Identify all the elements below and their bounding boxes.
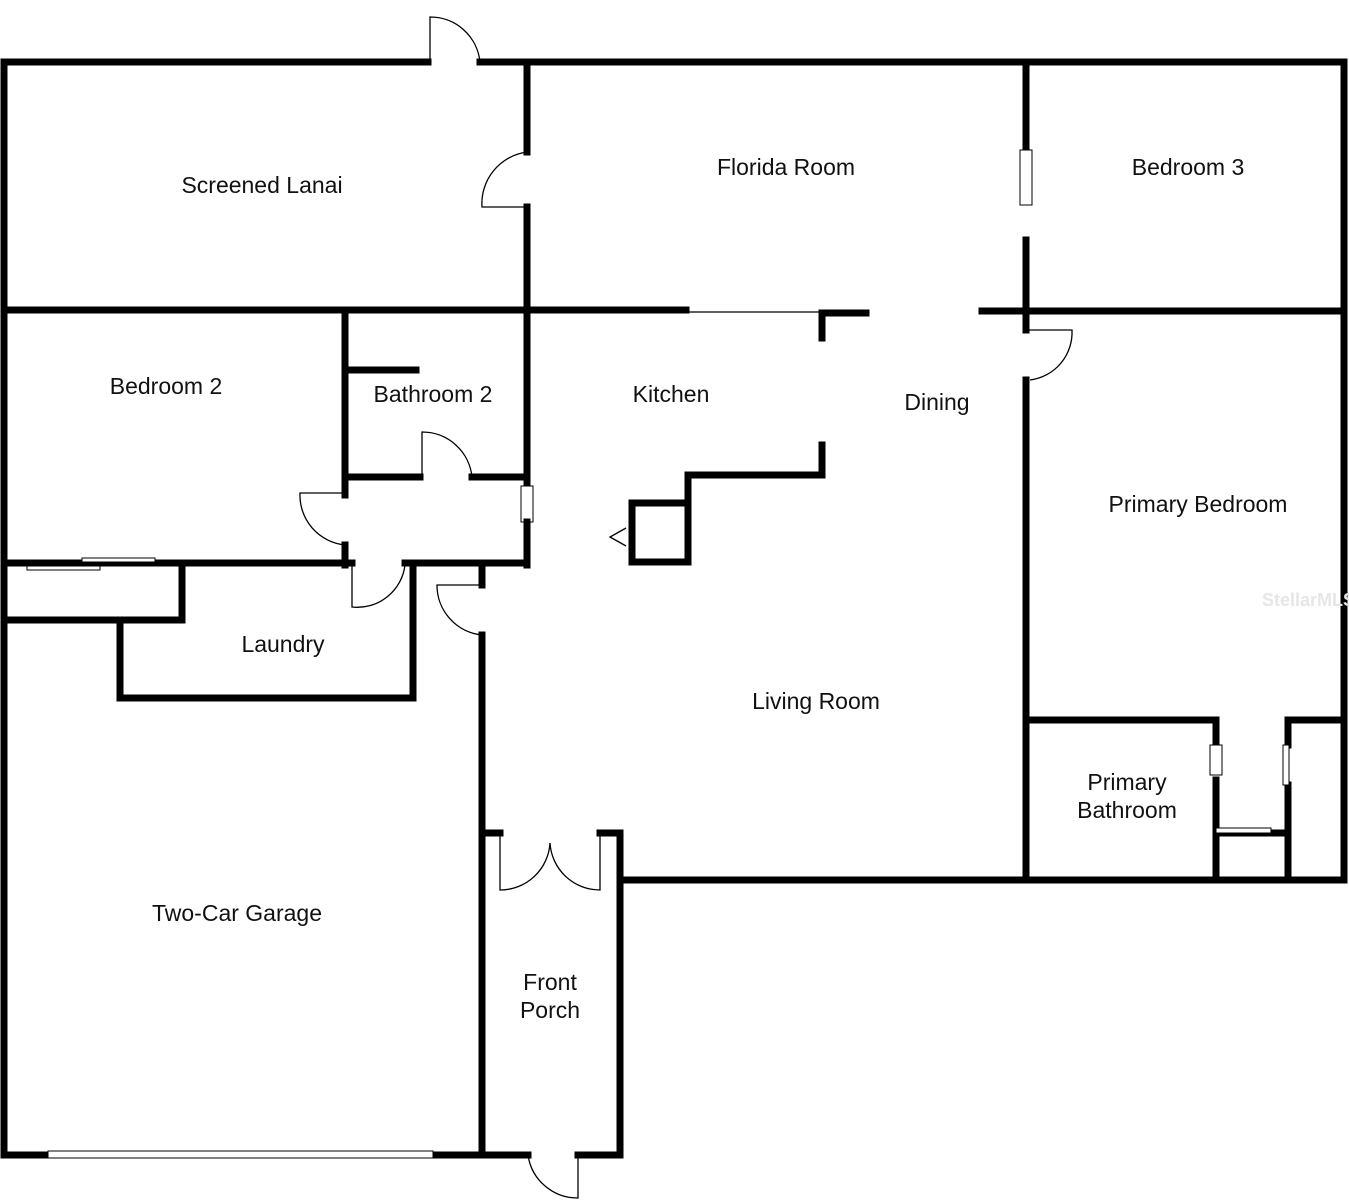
window (1019, 149, 1033, 206)
room-label-front-porch: Front Porch (520, 968, 580, 1024)
room-label-line: Porch (519, 997, 581, 1023)
room-label-laundry: Laundry (241, 631, 325, 657)
room-label-dining: Dining (904, 389, 970, 415)
room-label-bathroom-2: Bathroom 2 (373, 381, 493, 407)
room-label-living-room: Living Room (752, 688, 880, 714)
room-label-screened-lanai: Screened Lanai (181, 172, 343, 198)
room-label-two-car-garage: Two-Car Garage (151, 900, 323, 926)
room-label-bedroom-3: Bedroom 3 (1131, 154, 1245, 180)
room-label-bedroom-2: Bedroom 2 (109, 373, 223, 399)
watermark: StellarMLS (1262, 590, 1349, 610)
room-label-line: Front (523, 969, 577, 995)
garage-door (47, 1150, 434, 1159)
room-label-primary-bedroom: Primary Bedroom (1108, 491, 1288, 517)
room-label-line: Bathroom (1077, 797, 1177, 823)
room-label-primary-bathroom: Primary Bathroom (1077, 768, 1177, 824)
room-label-florida-room: Florida Room (716, 154, 856, 180)
room-label-kitchen: Kitchen (632, 381, 710, 407)
door-swings (299, 16, 1073, 1199)
room-label-line: Primary (1087, 769, 1167, 795)
